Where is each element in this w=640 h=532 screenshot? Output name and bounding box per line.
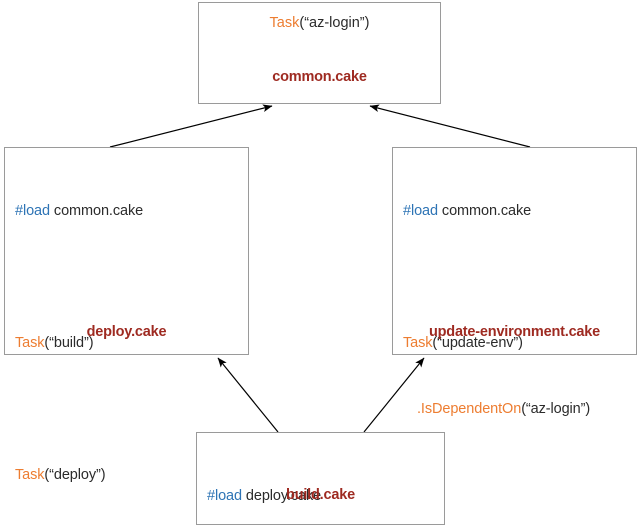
node-update-environment-cake[interactable]: #load common.cake Task(“update-env”) .Is… [392, 147, 637, 417]
node-deploy-cake[interactable]: #load common.cake Task(“build”) Task(“de… [4, 147, 249, 483]
isdependenton-argument: (“az-login”) [521, 401, 591, 417]
code-line: Task(“update-env”) [403, 332, 590, 354]
code-line: Task(“build”) [15, 332, 202, 354]
task-keyword: Task [403, 335, 433, 351]
code-line: #load common.cake [15, 200, 202, 222]
node-common-cake[interactable]: Task(“az-login”) common.cake [198, 2, 441, 104]
task-keyword: Task [269, 15, 300, 31]
node-deploy-code: #load common.cake Task(“build”) Task(“de… [15, 156, 202, 532]
load-directive: #load [403, 203, 438, 219]
arrow-build-to-update [363, 357, 425, 433]
task-argument: (“az-login”) [299, 15, 370, 31]
load-directive: #load [207, 488, 242, 504]
node-build-cake[interactable]: #load deploy.cake #load update-environme… [196, 432, 445, 525]
load-target: deploy.cake [241, 488, 322, 504]
load-target: common.cake [437, 203, 532, 219]
code-line: .IsDependentOn(“az-login”) [403, 398, 590, 420]
node-update-environment-filename: update-environment.cake [428, 324, 601, 340]
node-common-code: Task(“az-login”) [199, 15, 440, 31]
arrow-update-to-common [369, 104, 531, 148]
task-keyword: Task [15, 335, 45, 351]
load-directive: #load [15, 203, 50, 219]
code-line-blank [403, 266, 590, 288]
code-line-blank [15, 266, 202, 288]
task-argument: (“deploy”) [44, 467, 106, 483]
code-line: Task(“deploy”) [15, 464, 202, 486]
node-common-filename: common.cake [272, 69, 367, 85]
task-keyword: Task [15, 467, 45, 483]
code-line: #load deploy.cake [207, 485, 407, 507]
arrow-deploy-to-common [109, 104, 273, 148]
arrow-build-to-deploy [217, 357, 279, 433]
task-argument: (“build”) [44, 335, 94, 351]
code-line-blank [15, 398, 202, 420]
node-update-environment-code: #load common.cake Task(“update-env”) .Is… [403, 156, 590, 464]
code-line: #load common.cake [403, 200, 590, 222]
task-argument: (“update-env”) [432, 335, 523, 351]
node-build-filename: build.cake [286, 487, 355, 503]
load-target: common.cake [49, 203, 144, 219]
node-deploy-filename: deploy.cake [86, 324, 167, 340]
isdependenton-keyword: .IsDependentOn [417, 401, 522, 417]
node-build-code: #load deploy.cake #load update-environme… [207, 441, 407, 532]
